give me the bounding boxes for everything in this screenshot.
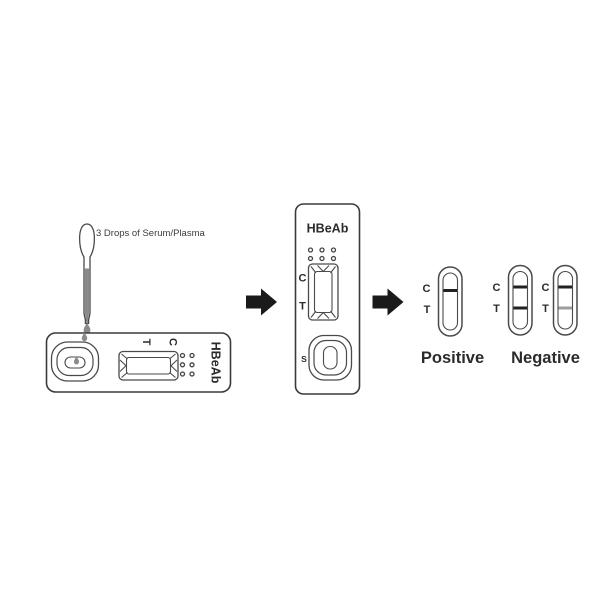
test-line <box>513 306 527 310</box>
brand-label-vertical: HBeAb <box>307 222 349 236</box>
falling-drop-icon <box>83 323 91 334</box>
window-bevel-corners <box>121 353 176 378</box>
drop-in-well-icon <box>74 356 79 365</box>
s-label-vertical: S <box>301 354 307 364</box>
well-middle-ring <box>56 346 94 377</box>
window-outer-frame <box>307 263 339 321</box>
c-label-vertical: C <box>299 273 307 285</box>
pipette-liquid <box>84 268 90 323</box>
capsule-outer <box>552 264 578 336</box>
grip-dots-vertical <box>307 247 337 262</box>
dropper-icon <box>78 223 96 334</box>
control-line <box>513 285 527 289</box>
arrow-right-icon-1 <box>246 288 277 316</box>
control-line <box>558 285 572 289</box>
cassette-vertical: HBeAb C T S <box>294 203 361 395</box>
result-capsule-negative-faint: C T <box>542 264 578 336</box>
capsule-window <box>442 272 459 331</box>
drop-entering-well-icon <box>81 332 88 342</box>
c-label: C <box>423 283 431 295</box>
cassette-horizontal: T C HBeAb <box>45 332 232 393</box>
result-capsule-positive: C T <box>423 266 463 337</box>
grip-dots-horizontal <box>179 352 195 377</box>
result-capsule-negative-strong: C T <box>493 264 533 336</box>
well-outer-ring <box>308 334 353 381</box>
t-label-horizontal: T <box>140 339 152 346</box>
t-label: T <box>424 304 431 316</box>
well-outer-ring <box>50 341 100 382</box>
window-bevel-notches <box>119 359 178 372</box>
t-label-vertical: T <box>299 301 306 313</box>
well-inner-opening <box>322 345 338 370</box>
sample-well-vertical <box>308 334 353 381</box>
window-bevel-notches <box>317 265 330 319</box>
sample-well-horizontal <box>50 332 100 382</box>
t-label: T <box>493 303 500 315</box>
window-bevel-corners <box>310 266 336 318</box>
drops-annotation: 3 Drops of Serum/Plasma <box>96 228 205 239</box>
test-line-faint <box>558 306 572 310</box>
arrow-right-icon-2 <box>372 288 404 316</box>
c-label-horizontal: C <box>167 338 179 346</box>
c-label: C <box>493 282 501 294</box>
well-middle-ring <box>313 339 348 376</box>
results-group: C T C T C T Positive Negative <box>421 264 580 367</box>
capsule-outer <box>437 266 463 337</box>
c-label: C <box>542 282 550 294</box>
t-label: T <box>542 303 549 315</box>
capsule-outer <box>507 264 533 336</box>
capsule-window <box>512 270 529 330</box>
capsule-window <box>557 270 574 330</box>
window-outer-frame <box>118 350 179 381</box>
positive-caption: Positive <box>421 349 484 367</box>
well-inner-opening <box>64 356 86 369</box>
control-line <box>443 289 457 292</box>
negative-caption: Negative <box>511 349 580 367</box>
brand-label-horizontal: HBeAb <box>209 342 223 384</box>
result-window-vertical <box>307 263 339 321</box>
result-window-horizontal <box>118 350 179 381</box>
step1-group: 3 Drops of Serum/Plasma T C <box>45 223 232 393</box>
